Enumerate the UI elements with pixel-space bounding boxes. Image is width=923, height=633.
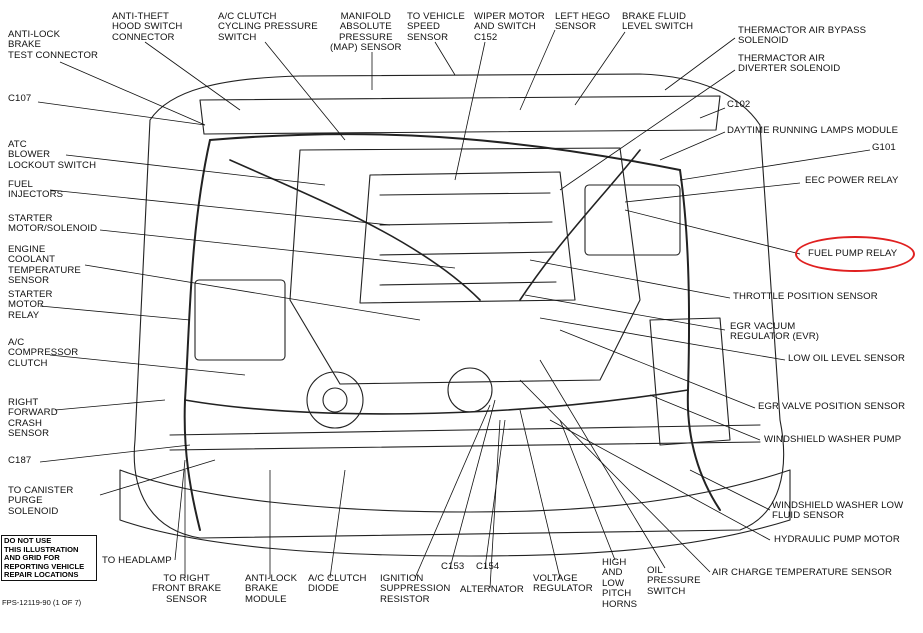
- radiator-support: [169, 424, 761, 436]
- label-g101: G101: [872, 142, 896, 153]
- label-c153: C153: [441, 561, 465, 572]
- label-left-hego-sensor: LEFT HEGO SENSOR: [555, 11, 611, 33]
- label-c187: C187: [8, 455, 32, 466]
- intake-runners: [379, 192, 557, 286]
- label-c154: C154: [476, 561, 500, 572]
- label-fuel-pump-relay: FUEL PUMP RELAY: [808, 248, 898, 259]
- label-high-low-pitch-horns: HIGH AND LOW PITCH HORNS: [602, 557, 638, 610]
- label-windshield-washer-pump: WINDSHIELD WASHER PUMP: [764, 434, 902, 445]
- label-eec-power-relay: EEC POWER RELAY: [805, 175, 899, 186]
- usage-disclaimer-box: DO NOT USE THIS ILLUSTRATION AND GRID FO…: [1, 535, 97, 581]
- label-ignition-suppression-resistor: IGNITION SUPPRESSION RESISTOR: [380, 573, 451, 605]
- label-c102: C102: [727, 99, 751, 110]
- intake-manifold: [359, 171, 576, 304]
- leader-lines: [37, 29, 871, 589]
- label-thermactor-bypass: THERMACTOR AIR BYPASS SOLENOID: [738, 25, 867, 47]
- fuse-box: [584, 184, 681, 256]
- label-air-charge-temp-sensor: AIR CHARGE TEMPERATURE SENSOR: [712, 567, 893, 578]
- label-throttle-position-sensor: THROTTLE POSITION SENSOR: [733, 291, 878, 302]
- engine-block: [289, 147, 641, 385]
- washer-reservoir: [649, 317, 731, 446]
- fuel-pump-relay-highlight: [795, 236, 915, 272]
- label-ac-clutch-cycling-switch: A/C CLUTCH CYCLING PRESSURE SWITCH: [218, 11, 318, 43]
- label-anti-lock-brake-module: ANTI-LOCK BRAKE MODULE: [245, 573, 298, 605]
- label-egr-vacuum-regulator: EGR VACUUM REGULATOR (EVR): [730, 321, 820, 343]
- wiring-harness: [183, 139, 211, 531]
- label-vehicle-speed-sensor: TO VEHICLE SPEED SENSOR: [407, 11, 465, 43]
- label-alternator: ALTERNATOR: [460, 584, 524, 595]
- label-to-headlamp: TO HEADLAMP: [102, 555, 172, 566]
- alternator-body: [447, 367, 493, 413]
- label-right-front-brake-sensor: TO RIGHT FRONT BRAKE SENSOR: [152, 573, 222, 605]
- label-atc-blower-switch: ATC BLOWER LOCKOUT SWITCH: [8, 139, 97, 171]
- ac-compressor-pulley: [306, 371, 364, 429]
- label-wiper-motor-switch: WIPER MOTOR AND SWITCH C152: [474, 11, 545, 43]
- label-starter-motor-relay: STARTER MOTOR RELAY: [8, 289, 53, 321]
- label-fuel-injectors: FUEL INJECTORS: [8, 179, 64, 201]
- firewall: [199, 95, 721, 135]
- label-starter-motor-solenoid: STARTER MOTOR/SOLENOID: [8, 213, 98, 235]
- front-bumper: [119, 469, 791, 557]
- label-right-forward-crash-sensor: RIGHT FORWARD CRASH SENSOR: [8, 397, 58, 440]
- label-egr-valve-position-sensor: EGR VALVE POSITION SENSOR: [758, 401, 906, 412]
- starter-relay-box: [194, 279, 286, 361]
- label-brake-fluid-switch: BRAKE FLUID LEVEL SWITCH: [622, 11, 694, 33]
- label-low-oil-level-sensor: LOW OIL LEVEL SENSOR: [788, 353, 905, 364]
- label-anti-lock-brake-test-connector: ANTI-LOCK BRAKE TEST CONNECTOR: [8, 29, 99, 61]
- label-voltage-regulator: VOLTAGE REGULATOR: [533, 573, 593, 595]
- label-hydraulic-pump-motor: HYDRAULIC PUMP MOTOR: [774, 534, 900, 545]
- label-engine-coolant-sensor: ENGINE COOLANT TEMPERATURE SENSOR: [8, 244, 81, 287]
- label-ac-compressor-clutch: A/C COMPRESSOR CLUTCH: [8, 337, 79, 369]
- label-washer-low-fluid-sensor: WINDSHIELD WASHER LOW FLUID SENSOR: [772, 500, 904, 522]
- label-daytime-running-lamps: DAYTIME RUNNING LAMPS MODULE: [727, 125, 899, 136]
- figure-id: FPS-12119-90 (1 OF 7): [2, 598, 82, 607]
- label-map-sensor: MANIFOLD ABSOLUTE PRESSURE (MAP) SENSOR: [330, 11, 402, 54]
- label-c107: C107: [8, 93, 32, 104]
- label-ac-clutch-diode: A/C CLUTCH DIODE: [308, 573, 367, 595]
- label-oil-pressure-switch: OIL PRESSURE SWITCH: [647, 565, 701, 597]
- label-thermactor-diverter: THERMACTOR AIR DIVERTER SOLENOID: [738, 53, 841, 75]
- label-canister-purge-solenoid: TO CANISTER PURGE SOLENOID: [8, 485, 74, 517]
- vehicle-body-outline: [133, 73, 785, 539]
- label-anti-theft-hood-switch: ANTI-THEFT HOOD SWITCH CONNECTOR: [112, 11, 183, 43]
